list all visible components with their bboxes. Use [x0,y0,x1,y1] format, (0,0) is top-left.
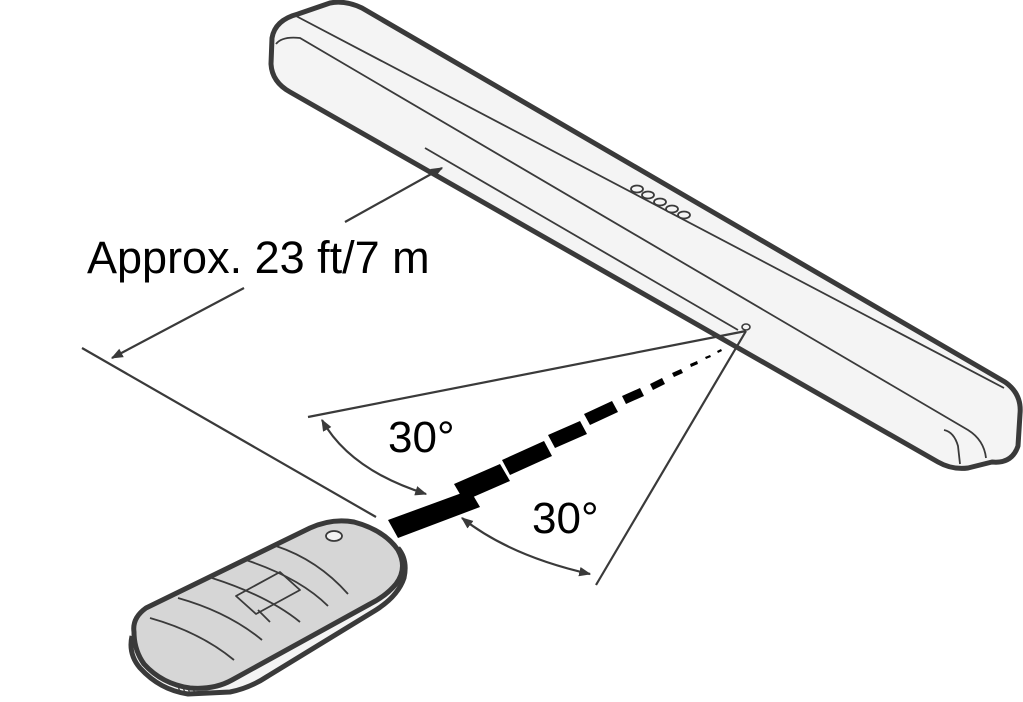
remote-control-icon [128,518,408,697]
cone-lower-edge [595,330,747,586]
distance-label: Approx. 23 ft/7 m [87,232,430,283]
remote-ir-emitter [325,530,343,542]
angle-cone [307,329,747,586]
cone-upper-edge [307,329,747,419]
angle-arc-lower [461,517,592,577]
distance-arrow-to-remote [110,287,245,359]
angle-label-upper: 30° [388,413,455,462]
ir-beam [388,349,722,538]
ir-sensor-icon [741,323,751,331]
soundbar-icon [268,0,1023,471]
angle-label-lower: 30° [532,494,599,543]
soundbar-button-row [630,184,691,220]
distance-base-line [81,347,377,518]
distance-arrow-to-soundbar [344,167,444,223]
distance-dimension [81,167,444,518]
angle-arc-upper [321,418,428,496]
